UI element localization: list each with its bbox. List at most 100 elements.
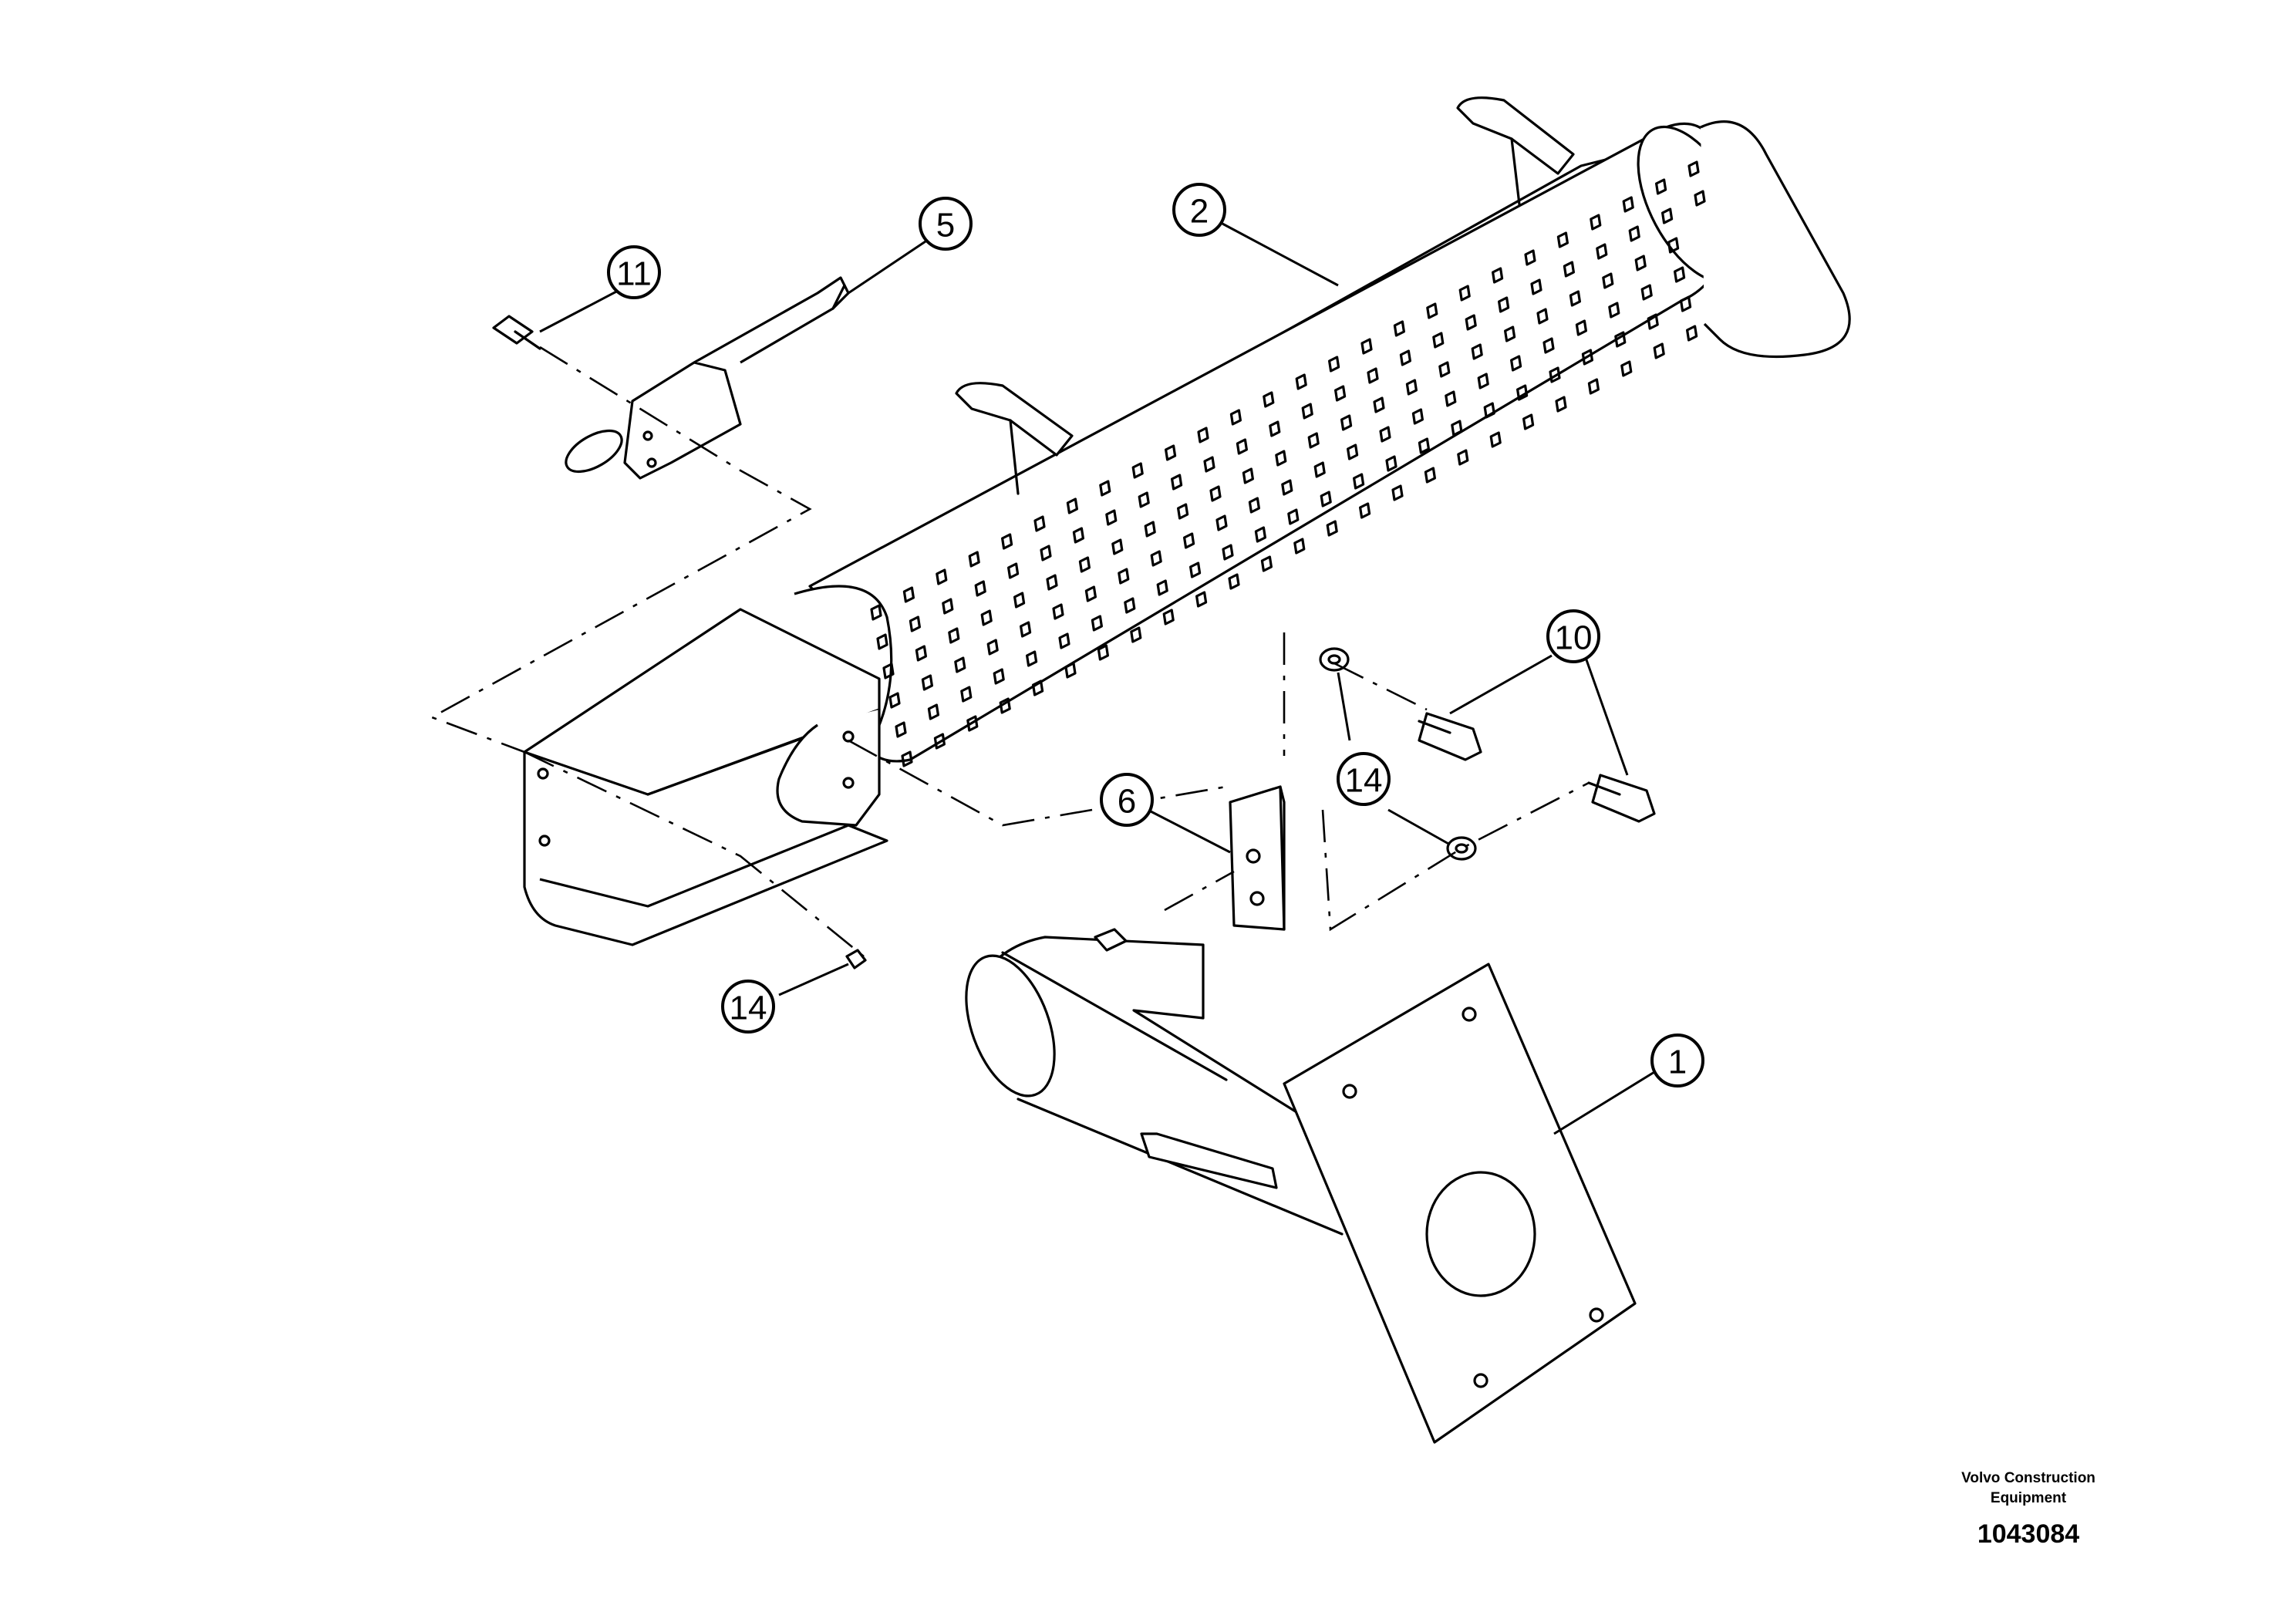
perforation-hole [1614, 331, 1627, 348]
perforation-hole [1189, 561, 1202, 578]
perforation-hole [1596, 243, 1608, 260]
callout-5: 5 [919, 197, 973, 251]
mounting-bracket-1 [965, 928, 1637, 1444]
perforation-hole [1391, 484, 1404, 501]
perforation-hole [1530, 278, 1542, 295]
perforation-hole [1458, 285, 1471, 302]
perforation-hole [909, 615, 921, 632]
perforation-hole [1587, 378, 1600, 395]
perforation-hole [1269, 420, 1281, 437]
washer-upper [1319, 647, 1350, 672]
perforation-hole [974, 580, 986, 597]
perforation-hole [1667, 237, 1680, 254]
callout-11: 11 [607, 245, 661, 299]
perforation-hole [1222, 544, 1234, 561]
perforation-hole [1026, 650, 1038, 667]
brand-line-2: Equipment [1990, 1490, 2067, 1506]
perforation-hole [1111, 538, 1124, 555]
perforation-hole [1058, 632, 1070, 649]
perforation-hole [1118, 568, 1130, 585]
perforation-hole [1183, 532, 1195, 549]
perforation-hole [1367, 367, 1379, 384]
perforation-hole [948, 627, 960, 644]
perforation-hole [1620, 360, 1633, 377]
perforation-hole [1162, 609, 1175, 626]
perforation-hole [1360, 338, 1373, 355]
latch-assembly [565, 276, 850, 480]
perforation-hole [1549, 366, 1561, 383]
perforation-hole [1347, 443, 1359, 460]
perforation-hole [1001, 533, 1013, 550]
perforation-hole [1581, 349, 1593, 366]
perforation-hole [1066, 497, 1078, 514]
perforation-hole [1040, 545, 1052, 561]
perforation-hole [1438, 361, 1451, 378]
perforation-hole [1326, 520, 1338, 537]
perforation-hole [1097, 644, 1109, 661]
perforation-hole [966, 715, 979, 732]
svg-text:6: 6 [1118, 783, 1136, 821]
perforation-hole [888, 692, 901, 709]
perforation-hole [921, 674, 933, 691]
perforation-hole [1385, 455, 1397, 472]
perforation-hole [1694, 190, 1706, 207]
perforation-hole [1489, 431, 1502, 448]
perforation-hole [1393, 320, 1405, 337]
centerlines [429, 346, 1590, 958]
plate-6 [1229, 785, 1286, 931]
perforation-hole [1653, 342, 1665, 359]
brand-block: Volvo Construction Equipment 1043084 [1897, 1469, 2159, 1549]
callout-6: 6 [1100, 773, 1154, 827]
perforation-hole [1260, 555, 1273, 572]
perforation-hole [1555, 396, 1567, 413]
perforation-hole [1254, 526, 1266, 543]
perforation-hole [1477, 373, 1489, 389]
perforation-hole [1130, 626, 1142, 643]
perforation-hole [1634, 255, 1647, 271]
perforation-hole [1569, 290, 1581, 307]
perforation-hole [895, 721, 907, 738]
perforation-hole [1195, 591, 1208, 608]
perforation-hole [902, 586, 915, 603]
perforation-hole [1052, 603, 1064, 620]
perforation-hole [1091, 615, 1103, 632]
callout-2: 2 [1172, 183, 1226, 237]
brand-line-1: Volvo Construction [1961, 1470, 2095, 1486]
washer-lower [1446, 836, 1477, 861]
svg-text:1: 1 [1668, 1044, 1687, 1081]
perforation-hole [1248, 497, 1260, 514]
perforation-hole [1451, 420, 1463, 437]
perforation-hole [1340, 414, 1353, 431]
perforation-hole [1236, 438, 1248, 455]
perforation-hole [1655, 178, 1667, 195]
nut-lower [845, 949, 867, 969]
perforation-hole [1590, 214, 1602, 231]
perforation-hole [1426, 302, 1438, 319]
callout-14-lower: 14 [721, 980, 775, 1034]
perforation-hole [1628, 225, 1640, 242]
perforation-hole [1563, 261, 1575, 278]
perforation-hole [882, 663, 895, 679]
perforation-hole [1334, 385, 1347, 402]
perforation-hole [1674, 266, 1686, 283]
perforation-hole [1405, 379, 1418, 396]
perforation-hole [1471, 343, 1483, 360]
perforation-hole [1177, 503, 1189, 520]
perforation-hole [1556, 231, 1569, 248]
perforation-hole [1013, 592, 1026, 609]
perforation-hole [999, 697, 1011, 714]
perforation-hole [1359, 502, 1371, 519]
perforation-hole [1510, 355, 1522, 372]
perforation-hole [1301, 403, 1313, 420]
perforation-hole [1131, 462, 1144, 479]
callout-1: 1 [1650, 1034, 1704, 1088]
perforation-hole [1228, 573, 1240, 590]
perforation-hole [993, 668, 1005, 685]
perforation-hole [1687, 160, 1700, 177]
perforation-hole [1078, 556, 1091, 573]
perforation-hole [1293, 538, 1306, 555]
perforation-hole [1575, 319, 1587, 336]
perforation-hole [1418, 437, 1430, 454]
svg-text:5: 5 [936, 207, 955, 244]
leader-lines [539, 222, 1655, 1135]
